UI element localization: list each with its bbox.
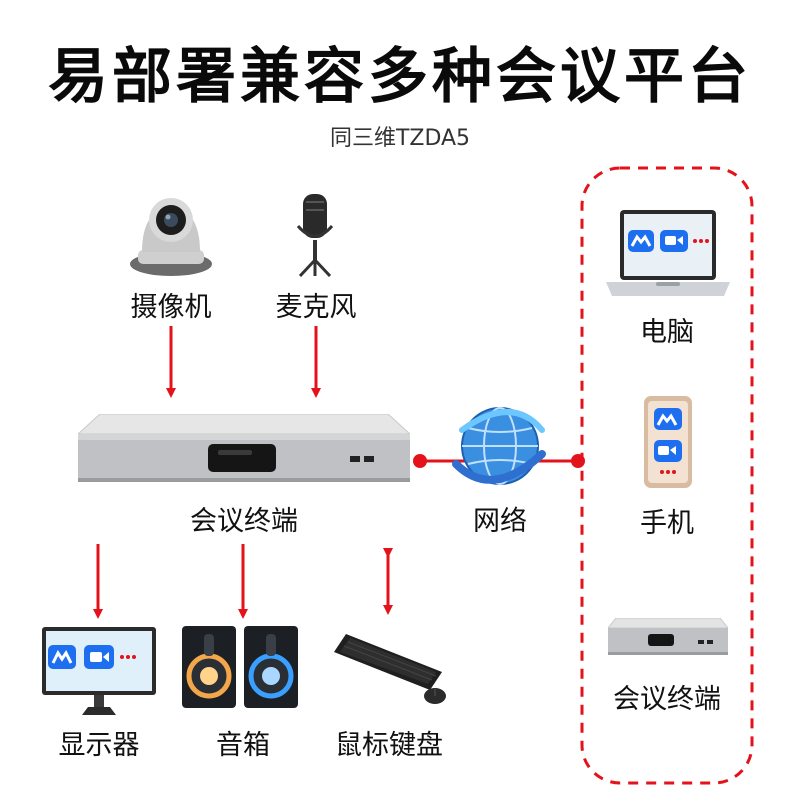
phone-label: 手机 (640, 508, 694, 539)
keyboard-mouse-icon (332, 632, 450, 706)
page-subtitle: 同三维TZDA5 (329, 126, 471, 151)
laptop-icon (606, 210, 730, 302)
camera-icon (128, 192, 214, 280)
remote-group-border (580, 166, 754, 785)
network-label: 网络 (473, 506, 527, 537)
keyboard-mouse-label: 鼠标键盘 (335, 730, 443, 761)
terminal-label: 会议终端 (190, 506, 298, 537)
globe-icon (452, 400, 548, 496)
network-node-left (413, 454, 427, 468)
monitor-icon (42, 627, 156, 717)
microphone-icon (292, 192, 340, 280)
page-title: 易部署兼容多种会议平台 (48, 42, 752, 112)
remote-terminal-icon (608, 618, 728, 660)
monitor-label: 显示器 (58, 730, 140, 761)
speakers-label: 音箱 (216, 730, 270, 761)
laptop-label: 电脑 (640, 317, 694, 348)
terminal-device-icon (78, 414, 410, 484)
speakers-icon (182, 626, 302, 712)
microphone-label: 麦克风 (275, 292, 357, 323)
phone-icon (644, 396, 692, 488)
camera-label: 摄像机 (130, 292, 212, 323)
network-node-right (571, 454, 585, 468)
remote-terminal-label: 会议终端 (613, 684, 721, 715)
